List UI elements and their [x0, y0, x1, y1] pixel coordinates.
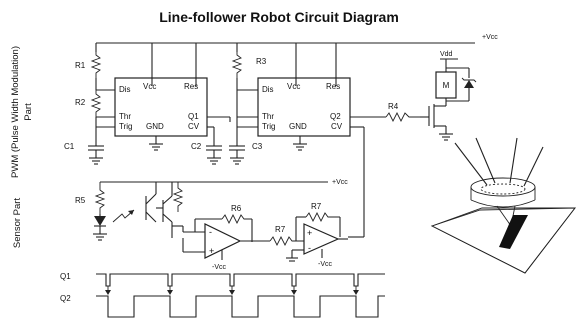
phototransistor: [145, 182, 173, 238]
opamp2-plus: +: [307, 228, 312, 238]
vdd-label: Vdd: [440, 51, 453, 58]
resistor-r7-input: [269, 235, 304, 247]
vcc-top-label: +Vcc: [482, 34, 498, 41]
timer1-ground: [149, 136, 163, 151]
timer1-q: Q1: [188, 112, 199, 121]
timer1-thr: Thr: [119, 112, 131, 121]
r7-feedback-label: R7: [311, 202, 322, 211]
r2-label: R2: [75, 98, 86, 107]
zener-diode: [461, 68, 477, 101]
timer2-vcc: Vcc: [287, 82, 300, 91]
pwm-section-label: PWM (Pulse Width Modulation): [10, 46, 21, 178]
diagram-title: Line-follower Robot Circuit Diagram: [159, 9, 399, 25]
resistor-r6: [221, 213, 252, 225]
timer2-cv: CV: [331, 122, 343, 131]
sensor-section-label: Sensor Part: [12, 198, 23, 249]
c3-label: C3: [252, 142, 263, 151]
c2-label: C2: [191, 142, 202, 151]
capacitor-c3: [229, 145, 245, 165]
motor: [435, 71, 457, 99]
mosfet: [420, 98, 447, 134]
q2-waveform-label: Q2: [60, 294, 71, 303]
r4-label: R4: [388, 102, 399, 111]
resistor-r2: [90, 90, 102, 117]
resistor-r5: [94, 182, 106, 214]
capacitor-c1: [88, 145, 104, 165]
timer1-cv: CV: [188, 122, 200, 131]
timer2-dis: Dis: [262, 85, 274, 94]
motor-label: M: [443, 81, 450, 90]
resistor-r1: [90, 52, 102, 78]
opamp2-ground: [286, 257, 298, 262]
opamp2-neg-vcc: -Vcc: [318, 261, 333, 268]
c1-label: C1: [64, 142, 75, 151]
q2-waveform: [96, 295, 385, 318]
vcc-rail-top: [95, 42, 475, 86]
q1-waveform: [96, 273, 385, 287]
op-amp-2: [303, 223, 340, 255]
mosfet-ground: [439, 133, 453, 141]
transistor-resistor: [172, 182, 184, 212]
timer1-res: Res: [184, 82, 198, 91]
timer2-res: Res: [326, 82, 340, 91]
opamp1-plus: +: [209, 246, 214, 256]
op-amp-1: [204, 223, 242, 259]
light-arrow: [112, 209, 135, 223]
timer2-gnd: GND: [289, 122, 307, 131]
timer2-q: Q2: [330, 112, 341, 121]
q1-waveform-label: Q1: [60, 272, 71, 281]
opamp1-neg-vcc: -Vcc: [212, 264, 227, 271]
timer2-thr: Thr: [262, 112, 274, 121]
opamp2-minus: -: [308, 243, 311, 253]
timer1-gnd: GND: [146, 122, 164, 131]
r1-label: R1: [75, 61, 86, 70]
vcc-mid-label: +Vcc: [332, 179, 348, 186]
resistor-r7-feedback: [305, 211, 340, 223]
led: [93, 214, 107, 241]
r5-label: R5: [75, 196, 86, 205]
r6-label: R6: [231, 204, 242, 213]
timing-markers: [105, 286, 359, 295]
timer-1-chip: [114, 77, 208, 137]
sensor-illustration: [430, 137, 576, 274]
capacitor-c2: [206, 145, 222, 165]
timer2-ground: [293, 136, 307, 151]
opamp1-minus: -: [209, 227, 212, 237]
timer1-vcc: Vcc: [143, 82, 156, 91]
r3-label: R3: [256, 57, 267, 66]
resistor-r3: [231, 52, 243, 78]
resistor-r4: [385, 111, 420, 123]
pwm-section-label-part: Part: [23, 103, 34, 121]
timer1-trig: Trig: [119, 122, 132, 131]
timer1-dis: Dis: [119, 85, 131, 94]
r7-input-label: R7: [275, 225, 286, 234]
timer2-trig: Trig: [262, 122, 275, 131]
timer-2-chip: [257, 77, 351, 137]
